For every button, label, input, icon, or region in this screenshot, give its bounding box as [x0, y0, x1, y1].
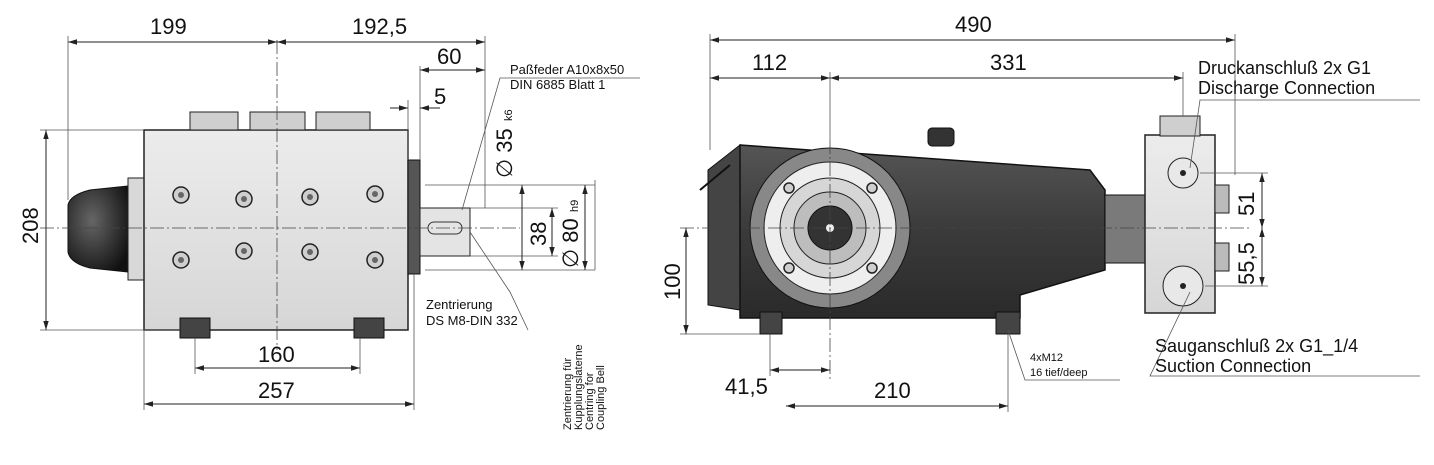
right-dimension-lines	[680, 34, 1420, 412]
dim-38: 38	[526, 222, 551, 246]
top-valve-plugs	[189, 111, 371, 131]
front-bolts	[172, 185, 384, 269]
discharge-leader	[1189, 99, 1420, 169]
manifold-top-plug	[1159, 115, 1201, 137]
dim-55-5: 55,5	[1234, 242, 1259, 285]
left-dimension-labels: 199 192,5 60 5 208 38 ∅ 35 k6 ∅ 80 h9 16…	[18, 14, 624, 430]
note-centering-line1: Zentrierung	[426, 297, 492, 312]
suction-leader	[1149, 291, 1420, 377]
left-view-drawing	[40, 40, 520, 350]
note-discharge-line2: Discharge Connection	[1198, 78, 1375, 98]
dim-160: 160	[258, 342, 295, 367]
note-bell-line2: Kupplungslaterne	[573, 344, 585, 430]
note-feet-line1: 4xM12	[1030, 352, 1063, 364]
manifold-bolt-lower	[1214, 242, 1230, 272]
key-leader	[461, 77, 640, 211]
plunger-housing	[1104, 194, 1146, 264]
oil-filler-cap	[927, 127, 955, 147]
left-dimension-lines	[40, 36, 640, 410]
end-flange	[127, 177, 145, 281]
center-leader	[469, 231, 529, 331]
note-centering-line2: DS M8-DIN 332	[426, 313, 518, 328]
cover-bolts	[783, 182, 878, 274]
note-key-line2: DIN 6885 Blatt 1	[510, 77, 605, 92]
foot-left	[759, 311, 783, 335]
dim-192-5: 192,5	[352, 14, 407, 39]
dim-490: 490	[955, 12, 992, 37]
conical-end-cap	[67, 185, 129, 273]
right-view-drawing	[680, 115, 1250, 380]
dim-dia-80: ∅ 80	[558, 218, 583, 268]
note-bell-line4: Coupling Bell	[595, 365, 607, 430]
dim-199: 199	[150, 14, 187, 39]
foot-right	[353, 317, 385, 339]
dim-5: 5	[434, 84, 446, 109]
drive-shaft	[419, 207, 471, 257]
feet-leader	[1007, 329, 1120, 381]
dim-dia-80-tolerance: h9	[569, 200, 581, 212]
drive-flange	[407, 159, 421, 275]
dim-210: 210	[874, 378, 911, 403]
right-dimension-labels: 490 112 331 100 41,5 210 51 55,5 Druckan…	[660, 12, 1375, 403]
dim-112: 112	[752, 50, 787, 75]
dim-100: 100	[660, 263, 685, 300]
foot-left	[179, 317, 211, 339]
note-bell-line3: Centring for	[584, 372, 596, 430]
dim-60: 60	[437, 44, 461, 69]
pump-body-front	[143, 129, 409, 331]
dim-41-5: 41,5	[725, 374, 768, 399]
dim-257: 257	[258, 378, 295, 403]
note-bell-line1: Zentrierung für	[562, 358, 574, 430]
note-key-line1: Paßfeder A10x8x50	[510, 62, 624, 77]
note-feet-line2: 16 tief/deep	[1030, 367, 1088, 379]
dim-dia-35: ∅ 35	[492, 128, 517, 178]
dim-dia-35-tolerance: k6	[503, 109, 515, 121]
dim-208: 208	[18, 207, 43, 244]
dim-331: 331	[990, 50, 1027, 75]
manifold-bolt-upper	[1214, 184, 1230, 214]
note-discharge-line1: Druckanschluß 2x G1	[1198, 58, 1371, 78]
dim-51: 51	[1234, 192, 1259, 216]
note-suction-line2: Suction Connection	[1155, 356, 1311, 376]
note-suction-line1: Sauganschluß 2x G1_1/4	[1155, 336, 1358, 357]
